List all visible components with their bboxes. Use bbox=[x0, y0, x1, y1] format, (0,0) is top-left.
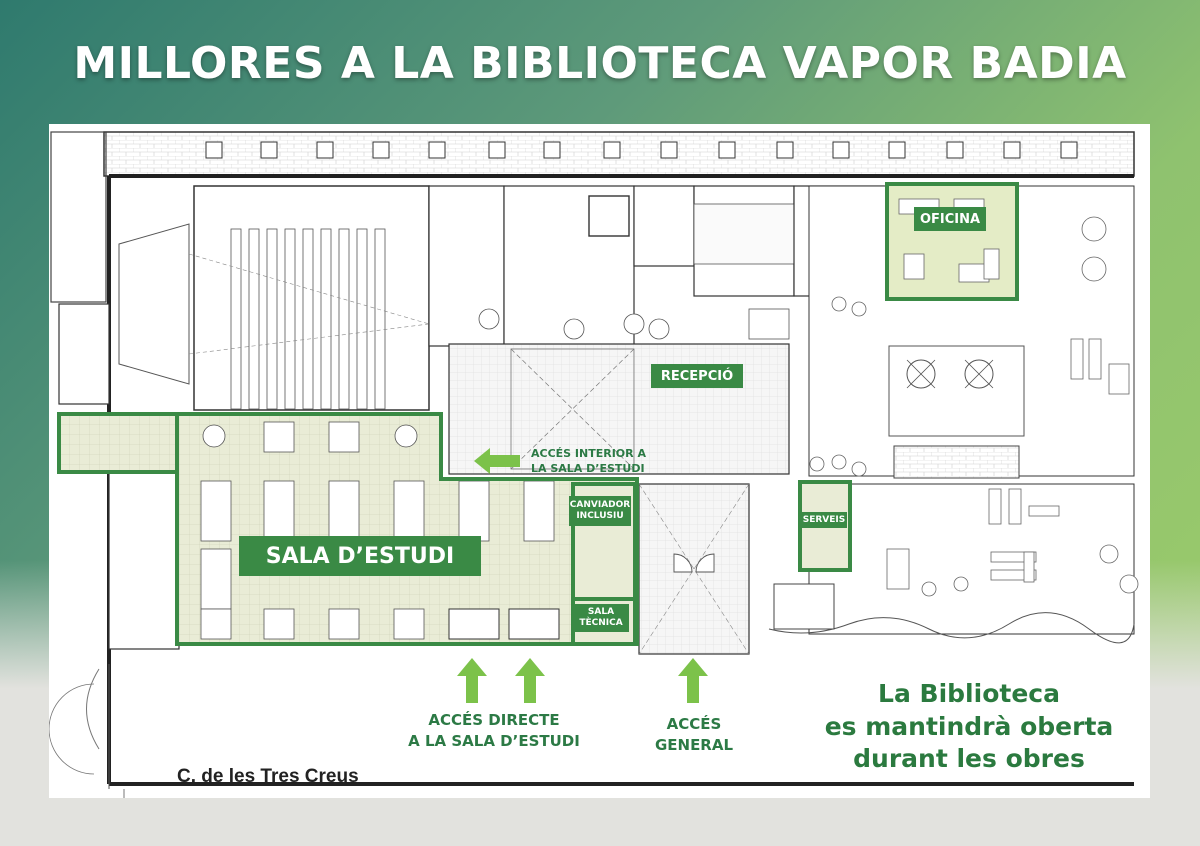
interior-access-line2: LA SALA D’ESTUDI bbox=[531, 461, 645, 475]
general-access-line1: ACCÉS bbox=[666, 715, 722, 733]
direct-access-arrow-2-shaft bbox=[524, 675, 536, 703]
auditorium-seats bbox=[230, 228, 386, 410]
direct-access-arrow-1 bbox=[457, 658, 487, 676]
interior-access-line1: ACCÉS INTERIOR A bbox=[531, 447, 646, 460]
office-outline bbox=[885, 182, 1019, 301]
floor-plan: OFICINA RECEPCIÓ SALA D’ESTUDI CANVIADOR… bbox=[49, 124, 1150, 798]
floor-plan-drawing bbox=[49, 131, 1139, 798]
page-title: MILLORES A LA BIBLIOTECA VAPOR BADIA bbox=[73, 38, 1127, 89]
street-name: C. de les Tres Creus bbox=[177, 766, 359, 787]
note-line2: es mantindrà oberta bbox=[824, 711, 1114, 741]
direct-access-arrow-1-shaft bbox=[466, 675, 478, 703]
direct-access-arrow-2 bbox=[515, 658, 545, 676]
label-sala-tecnica-line1: SALA bbox=[587, 607, 615, 618]
label-recepcio: RECEPCIÓ bbox=[651, 364, 743, 388]
note-line1: La Biblioteca bbox=[878, 679, 1060, 708]
study-hall-tables bbox=[200, 421, 555, 640]
interior-access-label: ACCÉS INTERIOR A LA SALA D’ESTUDI bbox=[531, 447, 646, 477]
general-access-arrow bbox=[678, 658, 708, 676]
note-line3: durant les obres bbox=[853, 744, 1085, 773]
label-canviador: CANVIADOR INCLUSIU bbox=[569, 496, 631, 526]
label-sala-estudi: SALA D’ESTUDI bbox=[239, 536, 481, 576]
label-canviador-line1: CANVIADOR bbox=[569, 500, 631, 511]
direct-access-label: ACCÉS DIRECTE A LA SALA D’ESTUDI bbox=[384, 710, 604, 752]
interior-access-arrow-shaft bbox=[490, 455, 520, 467]
open-during-works-note: La Biblioteca es mantindrà oberta durant… bbox=[809, 678, 1129, 776]
general-access-label: ACCÉS GENERAL bbox=[639, 714, 749, 756]
label-oficina: OFICINA bbox=[914, 207, 986, 231]
label-serveis: SERVEIS bbox=[801, 512, 847, 528]
general-access-arrow-shaft bbox=[687, 675, 699, 703]
label-sala-tecnica: SALA TÈCNICA bbox=[573, 604, 629, 632]
general-access-line2: GENERAL bbox=[654, 736, 734, 754]
label-sala-tecnica-line2: TÈCNICA bbox=[579, 618, 623, 628]
label-canviador-line2: INCLUSIU bbox=[576, 511, 624, 521]
interior-access-arrow bbox=[474, 448, 490, 474]
serveis-outline bbox=[798, 480, 852, 572]
direct-access-line1: ACCÉS DIRECTE bbox=[428, 711, 560, 729]
direct-access-line2: A LA SALA D’ESTUDI bbox=[408, 732, 580, 750]
canviador-outline bbox=[571, 482, 637, 646]
